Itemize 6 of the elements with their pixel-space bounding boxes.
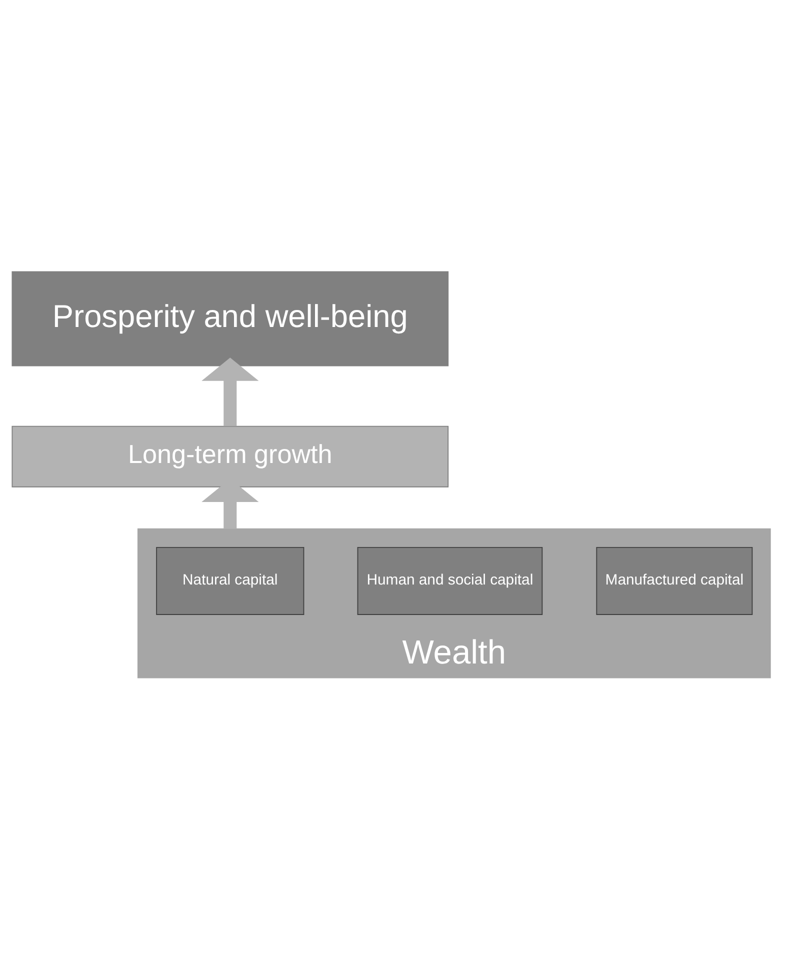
node-box: Human and social capital [357, 546, 543, 614]
node-box: Manufactured capital [596, 546, 753, 614]
node-box: Prosperity and well-being [12, 270, 449, 366]
arrow [202, 357, 259, 426]
node-box: Natural capital [156, 546, 304, 614]
node-box: Long-term growth [12, 425, 449, 487]
